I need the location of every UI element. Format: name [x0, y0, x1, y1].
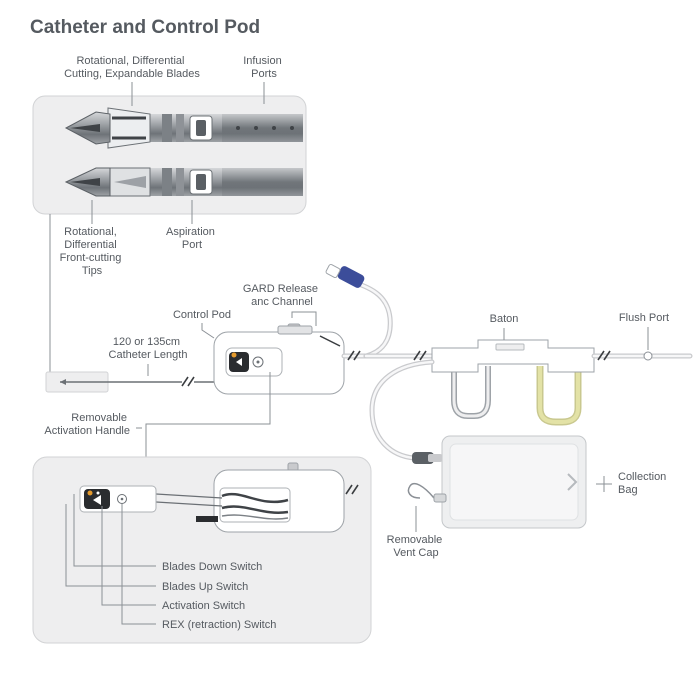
activation-handle-label: Removable Activation Handle [44, 412, 130, 437]
handle-and-pod-detail [79, 462, 359, 533]
blue-connector [325, 263, 365, 288]
catheter-tip-expanded [64, 107, 303, 149]
baton-tube-break [413, 350, 427, 361]
bag-tube [369, 359, 435, 461]
flush-port-fitting [643, 351, 653, 361]
blades-up-leader [65, 504, 156, 587]
catheter-length-label: 120 or 135cm Catheter Length [109, 336, 188, 361]
page-title: Catheter and Control Pod [30, 17, 260, 38]
infusion-ports-label: Infusion Ports [243, 55, 285, 80]
catheter-break-mark [181, 376, 195, 387]
gard-release-label: GARD Release anc Channel [243, 283, 321, 308]
front-cutting-tips-label: Rotational, Differential Front-cutting T… [60, 226, 125, 277]
blades-down-leader [73, 494, 156, 567]
pod-tube-break [347, 350, 361, 361]
activation-switch-label: Activation Switch [162, 600, 245, 612]
gard-release-leader [291, 311, 317, 326]
blades-label: Rotational, Differential Cutting, Expand… [64, 55, 200, 80]
flush-tube-break [597, 350, 611, 361]
rex-leader [121, 504, 156, 625]
activation-switch-arrow [93, 495, 101, 505]
collection-bag-label: Collection Bag [618, 471, 669, 496]
blades-up-switch-dot [87, 490, 93, 496]
rex-switch-label: REX (retraction) Switch [162, 619, 276, 631]
collection-bag [407, 435, 587, 529]
control-pod-label: Control Pod [173, 309, 231, 321]
vent-cap-label: Removable Vent Cap [387, 534, 446, 559]
blades-down-switch-label: Blades Down Switch [162, 561, 262, 573]
baton [431, 339, 595, 426]
catheter-tip-retracted [64, 167, 303, 197]
blades-up-switch-label: Blades Up Switch [162, 581, 248, 593]
baton-label: Baton [490, 313, 519, 325]
activation-leader [101, 506, 156, 606]
control-pod [213, 323, 345, 395]
tip-detail-panel [32, 95, 307, 215]
aspiration-port-label: Aspiration Port [166, 226, 218, 251]
flush-port-label: Flush Port [619, 312, 669, 324]
control-pod-leader [201, 323, 215, 339]
